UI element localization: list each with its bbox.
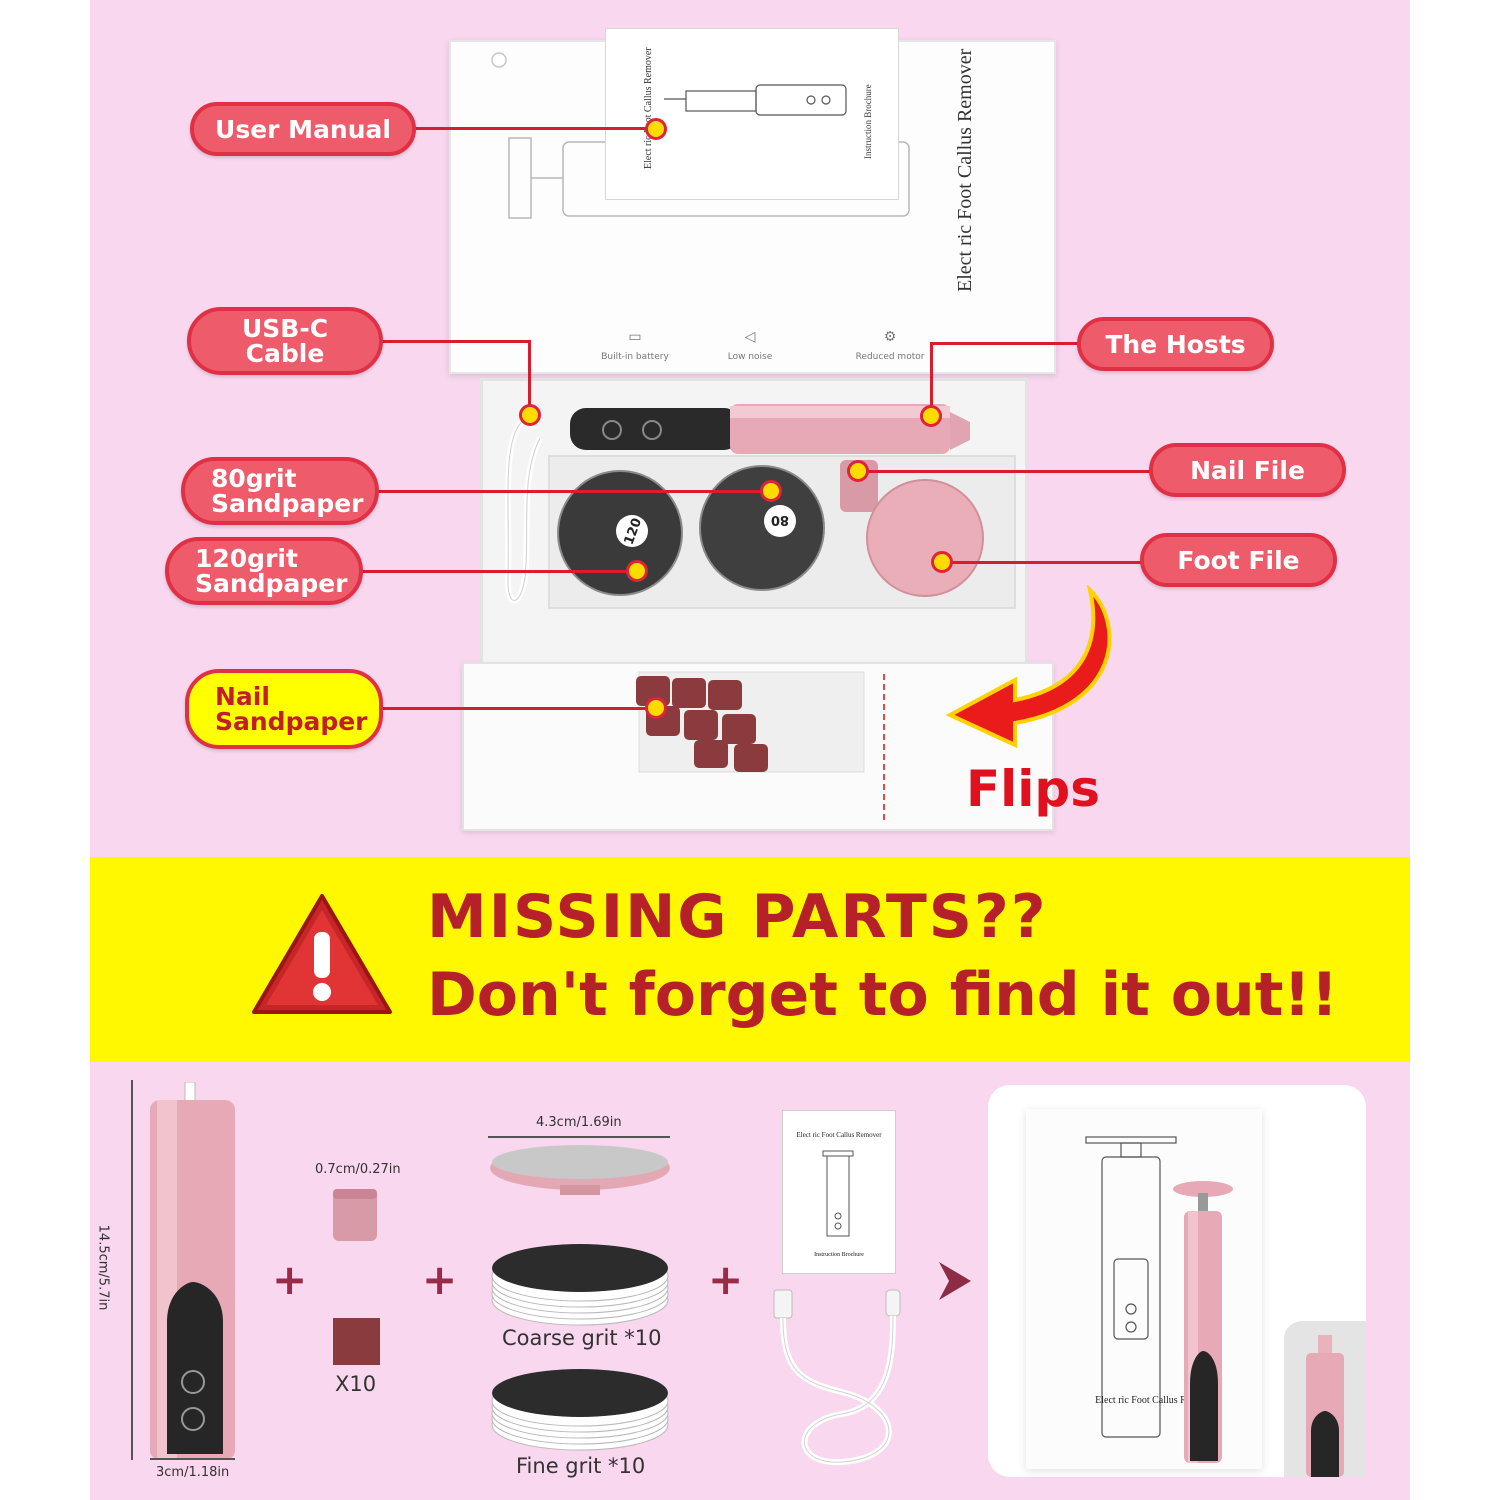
feature-low-noise: Low noise [727,352,773,362]
marker-dot-manual [645,118,667,140]
callout-line-nail-file [858,470,1153,473]
coarse-grit-caption: Coarse grit *10 [502,1326,662,1350]
power-button-icon [602,420,622,440]
foot-file-disc [867,480,983,596]
product-box-title: Elect ric Foot Callus Remover [1095,1395,1217,1406]
plus-icon-2: + [422,1255,458,1304]
manual-illustration-drawing: Elect ric Foot Callus Remover Instructio… [796,1131,882,1258]
assembled-product-card: Elect ric Foot Callus Remover [988,1085,1366,1477]
callout-line-foot-file [942,561,1142,564]
battery-icon: ▭ [628,329,642,345]
box-bottom [462,662,1054,831]
warning-icon [252,894,392,1014]
flips-label: Flips [966,760,1100,818]
usb-cable-illustration [773,1289,901,1466]
gear-icon: ⚙ [883,329,897,345]
marker-dot-foot-file [931,551,953,573]
manual-title: Elect ric Foot Callus Remover [643,47,654,169]
marker-dot-hosts [920,405,942,427]
marker-dot-120grit [626,560,648,582]
next-arrow-icon [939,1262,971,1300]
width-dimension-line [150,1458,235,1460]
host-height-dimension: 14.5cm/5.7in [95,1224,111,1311]
label-user-manual: User Manual [190,102,416,156]
banner-subline: Don't forget to find it out!! [427,960,1339,1030]
coarse-grit-stack [491,1244,669,1326]
nail-file-dimension: 0.7cm/0.27in [315,1162,401,1177]
callout-line-nail-sandpaper [380,707,656,710]
banner-headline: MISSING PARTS?? [427,882,1048,952]
feature-strip: ▭ Built-in battery ◁ Low noise ⚙ Reduced… [580,329,1000,362]
manual-illustration: Elect ric Foot Callus Remover Instructio… [782,1110,896,1274]
disc-80grit [700,466,824,590]
side-view-host [1306,1335,1344,1477]
label-nail-sandpaper: Nail Sandpaper [185,669,383,749]
marker-dot-nail-file [847,460,869,482]
manual-subtitle: Instruction Brochure [863,84,873,159]
callout-line-cable-v [528,340,531,415]
marker-dot-cable [519,404,541,426]
label-the-hosts: The Hosts [1077,317,1274,371]
disc-80-mark: 80 [771,512,789,527]
callout-line-80grit [378,490,771,493]
user-manual-booklet: Elect ric Foot Callus Remover Instructio… [605,28,899,200]
fine-grit-caption: Fine grit *10 [516,1454,646,1478]
fine-grit-stack [491,1369,669,1451]
nail-sandpaper-count: X10 [335,1372,377,1396]
callout-line-manual [412,127,656,130]
plus-icon-3: + [708,1255,744,1304]
mini-manual-title: Elect ric Foot Callus Remover [796,1131,882,1139]
assembled-host-illustration [1173,1181,1233,1463]
lid-title: Elect ric Foot Callus Remover [954,48,976,292]
callout-line-cable [380,340,530,343]
label-120grit-sandpaper: 120grit Sandpaper [165,537,363,605]
host-device-illustration [150,1082,235,1460]
plus-icon-1: + [272,1255,308,1304]
flip-arrow-icon [945,585,1112,749]
height-dimension-line [131,1080,133,1460]
marker-dot-80grit [760,480,782,502]
host-grip [570,408,740,450]
foot-file-pad-illustration [490,1145,670,1195]
label-nail-file: Nail File [1149,443,1346,497]
feature-battery: Built-in battery [601,352,669,362]
side-view-inset [1284,1321,1366,1477]
speaker-icon: ◁ [744,329,756,345]
product-box: Elect ric Foot Callus Remover [1026,1109,1262,1469]
host-width-dimension: 3cm/1.18in [156,1465,230,1480]
callout-line-hosts-v [930,342,933,417]
label-foot-file: Foot File [1140,533,1337,587]
callout-line-120grit [360,570,637,573]
disc-dimension-line [488,1136,670,1138]
box-lid-drawing: Elect ric Foot Callus Remover [491,48,976,292]
label-usb-c-cable: USB-C Cable [187,307,383,375]
mini-manual-subtitle: Instruction Brochure [814,1252,864,1258]
label-80grit-sandpaper: 80grit Sandpaper [181,457,379,525]
callout-line-hosts [930,342,1080,345]
product-box-drawing: Elect ric Foot Callus Remover [1085,1136,1217,1438]
feature-motor: Reduced motor [855,352,925,362]
nail-file-illustration [333,1189,377,1241]
disc-diameter-dimension: 4.3cm/1.69in [536,1115,622,1130]
marker-dot-nail-sandpaper [645,697,667,719]
nail-sandpaper-sleeve [333,1318,380,1365]
mode-button-icon [642,420,662,440]
manual-drawing: Elect ric Foot Callus Remover Instructio… [643,47,873,169]
